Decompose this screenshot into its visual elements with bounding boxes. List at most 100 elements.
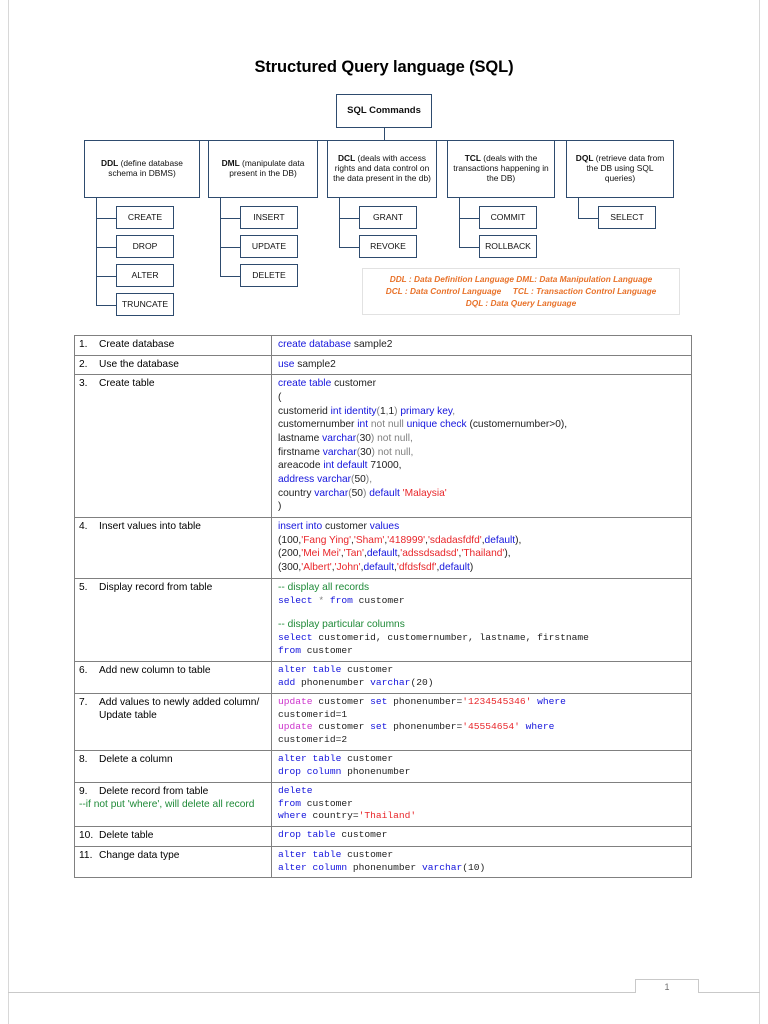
sql-token: add	[278, 676, 302, 688]
sql-token: (	[356, 433, 360, 445]
sql-token: ,	[298, 562, 302, 574]
task-label: Create table	[99, 378, 155, 390]
diagram-node-root: SQL Commands	[336, 94, 432, 128]
diagram-connector-leaf-v	[578, 198, 580, 218]
sql-token: customer	[318, 695, 371, 707]
sql-token: set	[370, 695, 394, 707]
sql-line: select * from customer	[278, 595, 687, 608]
sql-line: alter table customer	[278, 849, 687, 862]
table-cell-sql: create table customer(customerid int ide…	[271, 374, 692, 519]
sql-snippet: insert into customer values(100,'Fang Yi…	[278, 520, 687, 575]
sql-snippet: create database sample2	[278, 338, 687, 352]
task-number: 10.	[79, 830, 94, 842]
sql-token: ,	[298, 534, 302, 546]
sql-line: address varchar(50),	[278, 473, 687, 487]
diagram-connector-leaf-v	[96, 198, 98, 305]
task-number: 9.	[79, 785, 88, 797]
sql-token: address varchar	[278, 474, 352, 486]
sql-token: customerid, customernumber, lastname, fi…	[318, 632, 589, 644]
task-label: Create database	[99, 339, 175, 350]
sql-token: customer	[325, 521, 370, 533]
legend-line-1: DDL : Data Definition Language DML: Data…	[389, 274, 653, 284]
sql-line: -- display particular columns	[278, 618, 687, 632]
table-row: 9.Delete record from table--if not put '…	[74, 781, 692, 828]
sql-token: int identity	[330, 405, 377, 417]
sql-token: update	[278, 721, 319, 733]
diagram-connector-leaf-h	[96, 246, 116, 248]
diagram-connector-leaf-h	[578, 217, 598, 219]
sql-token: update	[278, 695, 319, 707]
sql-snippet: update customer set phonenumber='1234545…	[278, 696, 687, 747]
sql-token: select	[278, 632, 319, 644]
diagram-node-abbr-tcl: TCL	[464, 153, 481, 164]
sql-token: country=	[312, 810, 359, 822]
sql-line: update customer set phonenumber='4555465…	[278, 721, 687, 734]
sql-token: customer	[318, 721, 371, 733]
sql-line: use sample2	[278, 358, 687, 372]
diagram-leaf-tcl-rollback: ROLLBACK	[479, 235, 537, 258]
sql-token: phonenumber	[352, 861, 422, 873]
diagram-leaf-tcl-commit: COMMIT	[479, 206, 537, 229]
sql-token: (	[348, 487, 352, 499]
sql-line: insert into customer values	[278, 520, 687, 534]
diagram-node-desc-dcl: (deals with access rights and data contr…	[333, 153, 431, 183]
table-cell-sql: insert into customer values(100,'Fang Yi…	[271, 517, 692, 579]
sql-token: (20)	[410, 676, 434, 688]
sql-token: 'Sham'	[353, 534, 385, 546]
sql-token: where	[537, 695, 566, 707]
sql-token: -- display all records	[278, 581, 370, 593]
sql-token: customer	[347, 663, 394, 675]
sql-token: delete	[278, 784, 313, 796]
sql-line: -- display all records	[278, 581, 687, 595]
diagram-leaf-label: SELECT	[610, 212, 644, 223]
sql-token: 'dfdsfsdf'	[396, 562, 437, 574]
diagram-leaf-ddl-truncate: TRUNCATE	[116, 293, 174, 316]
sql-line: update customer set phonenumber='1234545…	[278, 696, 687, 709]
sql-line: lastname varchar(30) not null,	[278, 432, 687, 446]
sql-token: *	[318, 594, 330, 606]
sql-token: 'Albert'	[301, 562, 332, 574]
sql-token: 1	[388, 405, 395, 417]
sql-token: not null,	[377, 433, 413, 445]
sql-token: 'Thailand'	[358, 810, 417, 822]
diagram-connector-leaf-v	[459, 198, 461, 247]
sql-token: 300	[281, 562, 299, 574]
diagram-leaf-label: GRANT	[372, 212, 404, 223]
sql-token: (	[278, 548, 282, 560]
diagram-node-dql: DQL (retrieve data from the DB using SQL…	[566, 140, 674, 198]
diagram-leaf-dcl-revoke: REVOKE	[359, 235, 417, 258]
task-label: Insert values into table	[99, 521, 201, 533]
sql-line: firstname varchar(30) not null,	[278, 446, 687, 460]
sql-token: varchar	[370, 676, 411, 688]
task-label: Change data type	[99, 849, 180, 861]
task-label: Delete a column	[99, 754, 173, 766]
sql-line: country varchar(50) default 'Malaysia'	[278, 487, 687, 501]
sql-line: select customerid, customernumber, lastn…	[278, 632, 687, 645]
sql-token: ),	[504, 548, 511, 560]
sql-token: customer	[306, 645, 353, 657]
sql-line: create table customer	[278, 377, 687, 391]
table-cell-sql: create database sample2	[271, 335, 692, 356]
sql-token: lastname	[278, 433, 323, 445]
sql-token: sample2	[353, 339, 393, 350]
sql-token: ,	[340, 548, 344, 560]
sql-token: ,	[481, 534, 485, 546]
diagram-leaf-label: DROP	[132, 241, 158, 252]
sql-token: phonenumber=	[393, 695, 463, 707]
sql-token: ,	[363, 548, 367, 560]
diagram-node-desc-dql: (retrieve data from the DB using SQL que…	[586, 153, 665, 183]
task-label: Delete record from table	[99, 785, 209, 797]
table-cell-task: 4.Insert values into table	[74, 517, 272, 579]
sql-line: alter column phonenumber varchar(10)	[278, 862, 687, 875]
sql-token: customerid=1	[278, 708, 348, 720]
diagram-connector-leaf-h	[96, 217, 116, 219]
footer-rule-right	[699, 992, 760, 993]
sql-token: )	[278, 501, 282, 513]
